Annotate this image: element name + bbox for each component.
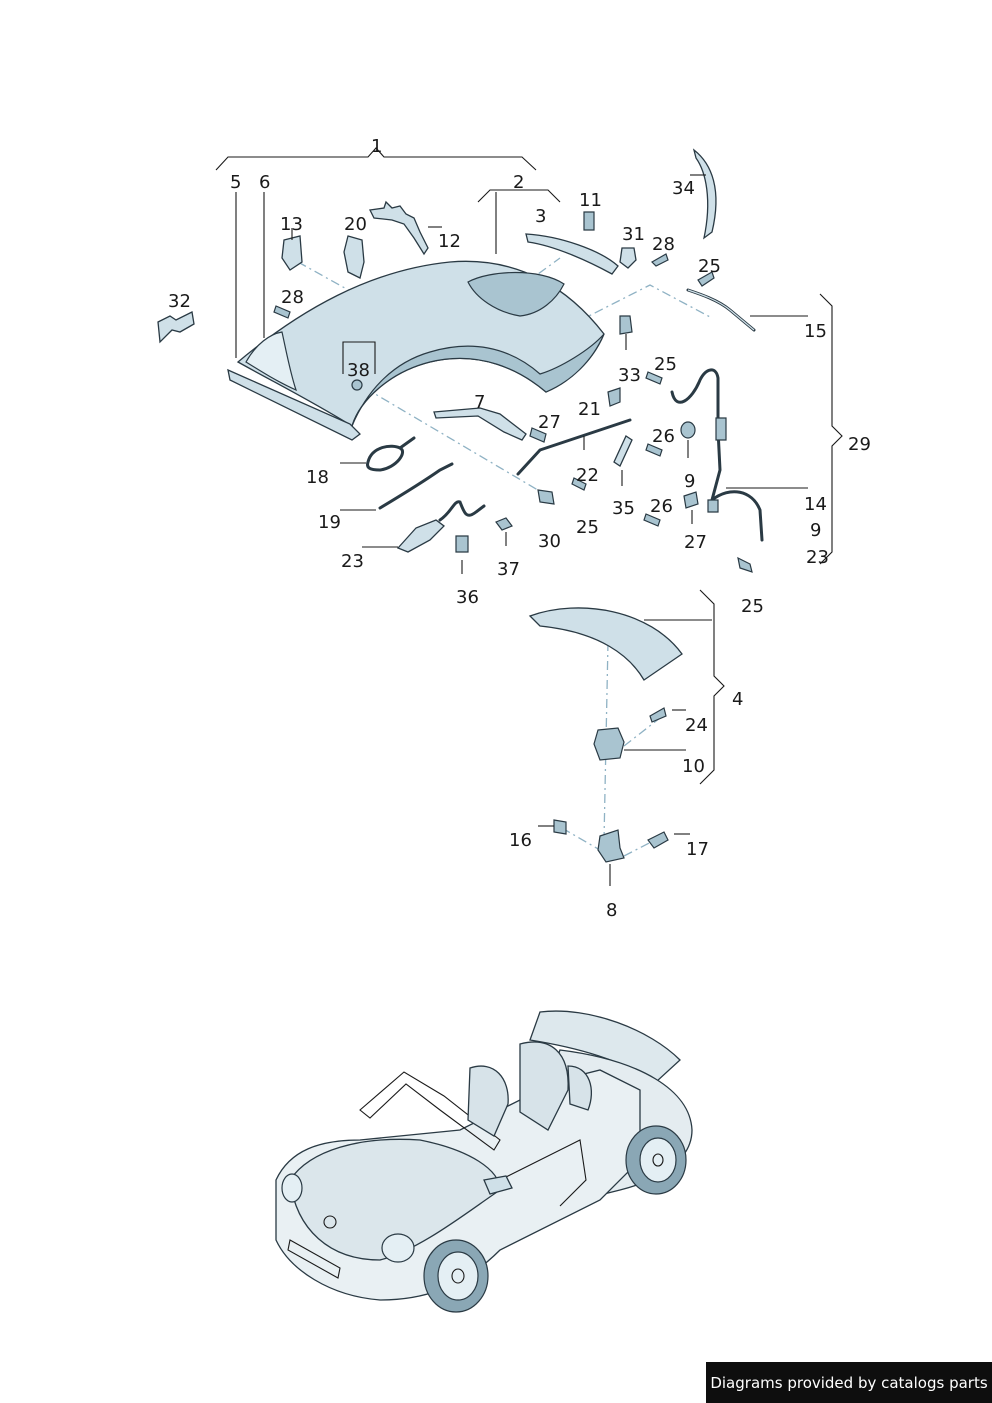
callout-34: 34 bbox=[672, 178, 695, 199]
part-28-screw-a bbox=[651, 253, 669, 267]
callout-33: 33 bbox=[618, 365, 641, 386]
callout-29: 29 bbox=[848, 434, 871, 455]
callout-28b: 28 bbox=[281, 287, 304, 308]
callout-36: 36 bbox=[456, 587, 479, 608]
callout-17: 17 bbox=[686, 839, 709, 860]
part-23-tensioner bbox=[362, 500, 486, 553]
centerline-g bbox=[561, 827, 601, 851]
callout-16: 16 bbox=[509, 830, 532, 851]
part-25-screw-c bbox=[645, 371, 663, 385]
part-7-trim bbox=[433, 407, 527, 441]
callout-10: 10 bbox=[682, 756, 705, 777]
part-12-frame-bracket bbox=[369, 200, 442, 256]
part-25-screw-a bbox=[697, 271, 715, 287]
callout-19: 19 bbox=[318, 512, 341, 533]
group-29-brace bbox=[819, 293, 843, 565]
callout-22: 22 bbox=[576, 465, 599, 486]
part-3-rear-panel bbox=[525, 233, 619, 275]
callout-27b: 27 bbox=[684, 532, 707, 553]
centerline-f bbox=[623, 717, 661, 747]
part-34-seal-strip bbox=[690, 148, 717, 240]
part-11-clip bbox=[583, 211, 595, 231]
group-2-brace bbox=[477, 189, 561, 203]
part-38-nut bbox=[342, 341, 376, 391]
part-17-screw bbox=[647, 831, 690, 849]
callout-21: 21 bbox=[578, 399, 601, 420]
part-4-cover-panel bbox=[528, 607, 712, 681]
group-4-brace bbox=[699, 589, 725, 785]
part-28-screw-b bbox=[273, 305, 291, 319]
callout-26b: 26 bbox=[650, 496, 673, 517]
callout-14: 14 bbox=[804, 494, 827, 515]
part-14-harness bbox=[670, 368, 808, 542]
part-13-hinge-cover bbox=[281, 228, 303, 271]
callout-38: 38 bbox=[347, 360, 370, 381]
callout-25d: 25 bbox=[741, 596, 764, 617]
part-22-rod bbox=[516, 418, 632, 476]
callout-20: 20 bbox=[344, 214, 367, 235]
callout-8: 8 bbox=[606, 900, 617, 921]
callout-37: 37 bbox=[497, 559, 520, 580]
callout-18: 18 bbox=[306, 467, 329, 488]
part-25-screw-d bbox=[737, 556, 753, 573]
centerline-b bbox=[364, 387, 549, 497]
callout-31: 31 bbox=[622, 224, 645, 245]
part-37-nut bbox=[495, 517, 513, 546]
callout-5: 5 bbox=[230, 172, 241, 193]
part-24-screw bbox=[649, 707, 686, 723]
part-33-clip bbox=[619, 315, 633, 350]
callout-9b: 9 bbox=[810, 520, 821, 541]
credit-banner: Diagrams provided by catalogs parts bbox=[706, 1362, 992, 1403]
part-25-screw-b bbox=[571, 477, 587, 491]
group-1-brace bbox=[215, 147, 537, 171]
callout-7: 7 bbox=[474, 392, 485, 413]
callout-25a: 25 bbox=[698, 256, 721, 277]
callout-30: 30 bbox=[538, 531, 561, 552]
callout-6: 6 bbox=[259, 172, 270, 193]
part-30-bolt bbox=[537, 489, 555, 505]
part-21-clip bbox=[607, 387, 621, 407]
centerline-h bbox=[623, 839, 656, 857]
callout-3: 3 bbox=[535, 206, 546, 227]
part-31-clip bbox=[619, 247, 637, 269]
callout-4: 4 bbox=[732, 689, 743, 710]
part-32-latch bbox=[157, 311, 195, 344]
part-15-cable bbox=[686, 288, 808, 332]
callout-25b: 25 bbox=[654, 354, 677, 375]
callout-35: 35 bbox=[612, 498, 635, 519]
callout-26a: 26 bbox=[652, 426, 675, 447]
callout-1: 1 bbox=[371, 136, 382, 157]
callout-25c: 25 bbox=[576, 517, 599, 538]
part-26-screw-b bbox=[643, 513, 661, 527]
part-27-screw-b bbox=[683, 491, 699, 524]
callout-15: 15 bbox=[804, 321, 827, 342]
part-10-latch bbox=[593, 727, 686, 761]
callout-23a: 23 bbox=[341, 551, 364, 572]
part-16-bolt bbox=[538, 819, 567, 835]
part-19-cable bbox=[340, 462, 454, 511]
callout-24: 24 bbox=[685, 715, 708, 736]
part-27-screw-a bbox=[529, 427, 547, 443]
callout-13: 13 bbox=[280, 214, 303, 235]
callout-28a: 28 bbox=[652, 234, 675, 255]
callout-2: 2 bbox=[513, 172, 524, 193]
part-36-bolt bbox=[455, 535, 469, 574]
callout-32: 32 bbox=[168, 291, 191, 312]
callout-23b: 23 bbox=[806, 547, 829, 568]
part-35-bracket bbox=[613, 435, 633, 486]
callout-11: 11 bbox=[579, 190, 602, 211]
part-8-hinge bbox=[597, 829, 625, 886]
part-18-loop-cable bbox=[340, 436, 416, 472]
part-20-bracket bbox=[343, 235, 365, 279]
callout-12: 12 bbox=[438, 231, 461, 252]
soft-top-shell bbox=[227, 260, 605, 441]
part-9-grommet bbox=[680, 421, 696, 458]
callout-9a: 9 bbox=[684, 471, 695, 492]
vehicle-illustration bbox=[275, 1010, 693, 1313]
part-26-screw-a bbox=[645, 443, 663, 457]
callout-27a: 27 bbox=[538, 412, 561, 433]
